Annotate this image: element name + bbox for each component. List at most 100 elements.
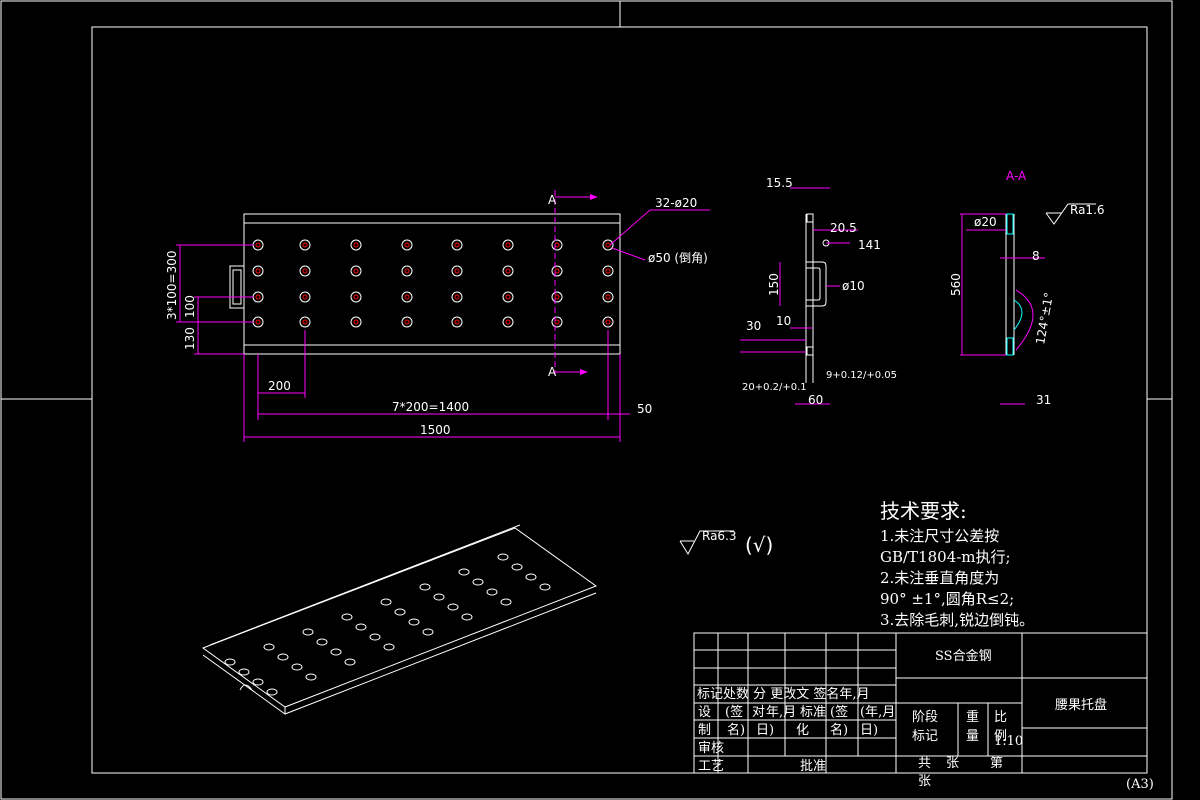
tb-row-a-0: 设 (698, 705, 711, 720)
dim-vertical-pitch: 100 (183, 295, 197, 318)
side-view: 15.5 20.5 141 150 ø10 30 10 20+0.2/+0.1 … (740, 176, 897, 407)
hole-center-0-1 (255, 268, 261, 274)
hole-6-1 (551, 265, 563, 277)
surface-value: Ra6.3 (702, 529, 737, 543)
tb-format: (A3) (1126, 777, 1154, 792)
iso-hole-3-1 (355, 623, 367, 631)
side-dim-tol-right: 9+0.12/+0.05 (826, 370, 897, 381)
hole-4-2 (451, 291, 463, 303)
side-dim-top: 15.5 (766, 176, 793, 190)
side-dim-left30: 30 (746, 319, 761, 333)
section-dia: ø20 (974, 215, 997, 229)
hole-2-3 (350, 316, 362, 328)
hole-6-0 (551, 239, 563, 251)
iso-hole-4-2 (408, 618, 420, 626)
hole-3-1 (401, 265, 413, 277)
side-dim-angle: 141 (858, 238, 881, 252)
drawing-border (0, 0, 1173, 800)
hole-7-2 (602, 291, 614, 303)
hole-2-1 (350, 265, 362, 277)
iso-hole-0-1 (238, 668, 250, 676)
hole-center-4-3 (454, 319, 460, 325)
tb-label-scale-2: 例 (994, 729, 1007, 744)
tb-label-stage: 阶段 (912, 710, 938, 725)
notes-line-3: 2.未注垂直角度为 (880, 569, 999, 587)
side-dim-offset: 20.5 (830, 221, 857, 235)
hole-center-7-3 (605, 319, 611, 325)
iso-hole-5-0 (419, 583, 431, 591)
tb-row-b-4: 名) (830, 722, 848, 738)
iso-hole-0-3 (266, 688, 278, 696)
hole-0-2 (252, 291, 264, 303)
hole-5-3 (502, 316, 514, 328)
hole-center-1-3 (302, 319, 308, 325)
hole-3-3 (401, 316, 413, 328)
hole-center-5-1 (505, 268, 511, 274)
tb-header-row: 标记处数 分 更改文 签名年,月 (697, 686, 870, 702)
section-bottom: 31 (1036, 393, 1051, 407)
hole-center-2-2 (353, 294, 359, 300)
tb-review: 审核 (698, 741, 724, 756)
hole-center-6-3 (554, 319, 560, 325)
iso-hole-2-1 (316, 638, 328, 646)
tb-part-name: 腰果托盘 (1055, 697, 1107, 713)
dim-edge-margin: 50 (637, 402, 652, 416)
hole-2-2 (350, 291, 362, 303)
iso-hole-0-0 (224, 658, 236, 666)
hole-center-4-1 (454, 268, 460, 274)
hole-center-0-2 (255, 294, 261, 300)
side-dim-tol-left: 20+0.2/+0.1 (742, 382, 807, 393)
hole-1-1 (299, 265, 311, 277)
iso-hole-1-0 (263, 643, 275, 651)
iso-hole-1-3 (305, 673, 317, 681)
iso-hole-5-3 (461, 613, 473, 621)
hole-1-0 (299, 239, 311, 251)
title-block: SS合金钢 腰果托盘 标记处数 分 更改文 签名年,月 设 (签 对 年,月 标… (693, 632, 1154, 792)
hole-center-3-3 (404, 319, 410, 325)
dim-pitch-single: 200 (268, 379, 291, 393)
hole-3-2 (401, 291, 413, 303)
hole-7-3 (602, 316, 614, 328)
iso-hole-2-3 (344, 658, 356, 666)
hole-center-6-2 (554, 294, 560, 300)
iso-hole-1-2 (291, 663, 303, 671)
hole-2-0 (350, 239, 362, 251)
side-dim-handle-height: 150 (767, 273, 781, 296)
hole-center-0-3 (255, 319, 261, 325)
hole-4-1 (451, 265, 463, 277)
hole-center-2-3 (353, 319, 359, 325)
tb-material: SS合金钢 (935, 648, 992, 664)
hole-center-7-1 (605, 268, 611, 274)
iso-hole-4-0 (380, 598, 392, 606)
section-marker-bottom: A (548, 365, 557, 379)
hole-0-0 (252, 239, 264, 251)
iso-hole-7-1 (511, 563, 523, 571)
tb-label-weight-1: 重 (966, 709, 979, 725)
hole-center-1-2 (302, 294, 308, 300)
iso-hole-5-2 (447, 603, 459, 611)
hole-7-1 (602, 265, 614, 277)
tb-craft: 工艺 (698, 759, 724, 774)
iso-hole-grid (224, 553, 551, 696)
iso-hole-6-0 (458, 568, 470, 576)
tb-label-weight-2: 量 (966, 729, 979, 744)
front-view: A A 32-ø20 ø50 (倒角) 3*100=300 100 130 20… (165, 190, 710, 442)
hole-center-7-0 (605, 242, 611, 248)
tb-row-b-1: 名) (727, 722, 745, 738)
iso-hole-3-2 (369, 633, 381, 641)
dim-vertical-bottom: 130 (183, 327, 197, 350)
iso-hole-7-0 (497, 553, 509, 561)
hole-center-6-1 (554, 268, 560, 274)
isometric-view (201, 524, 598, 715)
iso-hole-6-1 (472, 578, 484, 586)
tb-row-b-0: 制 (698, 723, 711, 738)
hole-callout: 32-ø20 (655, 196, 697, 210)
hole-center-5-0 (505, 242, 511, 248)
iso-hole-3-0 (341, 613, 353, 621)
hole-center-3-1 (404, 268, 410, 274)
dim-overall: 1500 (420, 423, 451, 437)
hole-center-5-2 (505, 294, 511, 300)
hole-center-4-2 (454, 294, 460, 300)
hole-grid (252, 239, 614, 328)
